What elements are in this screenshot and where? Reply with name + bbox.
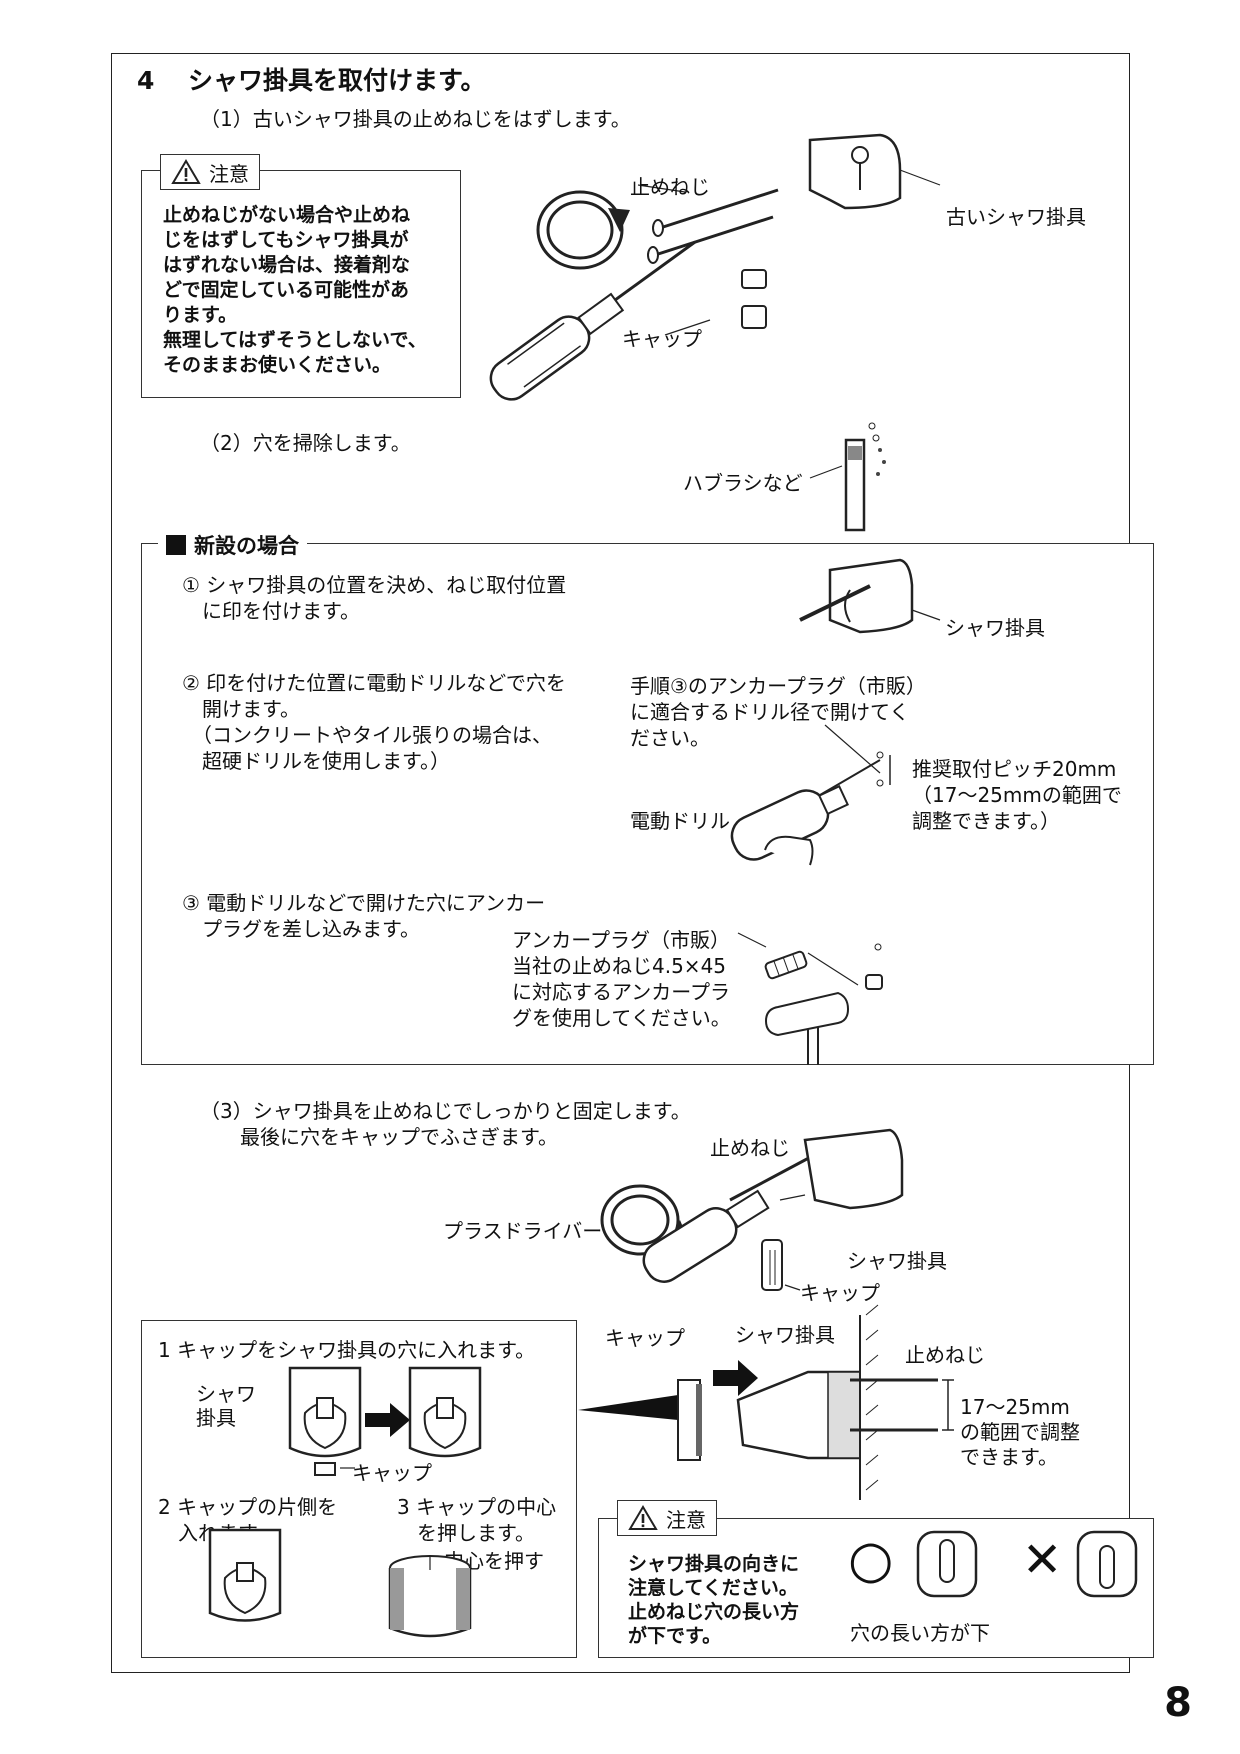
sub2-label: （2）穴を掃除します。	[200, 431, 411, 455]
sub1-label: （1）古いシャワ掛具の止めねじをはずします。	[200, 107, 631, 131]
pitch-note: 推奨取付ピッチ20mm （17〜25mmの範囲で 調整できます。）	[912, 757, 1122, 833]
step1-holder-label: シャワ掛具	[945, 616, 1045, 640]
warning-icon	[628, 1505, 658, 1530]
drill-illustration	[730, 724, 891, 866]
caution-tag-1: 注意	[160, 154, 260, 190]
section-range-note: 17〜25mm の範囲で調整 できます。	[960, 1395, 1080, 1469]
drill-note: 手順③のアンカープラグ（市販） に適合するドリル径で開けてく ださい。	[630, 674, 926, 750]
cap-step1: 1 キャップをシャワ掛具の穴に入れます。	[158, 1338, 536, 1362]
new-install-heading: 新設の場合	[158, 530, 307, 560]
cap-holder-label: シャワ 掛具	[196, 1382, 256, 1430]
cap-step3: 3 キャップの中心 を押します。	[397, 1495, 557, 1545]
fig1-screw-label: 止めねじ	[630, 175, 710, 199]
anchor-note: アンカープラグ（市販） 当社の止めねじ4.5×45 に対応するアンカープラ グを…	[512, 928, 731, 1030]
wrong-mark-icon: ✕	[1022, 1532, 1063, 1588]
warning-icon	[171, 159, 201, 184]
fig1-old-holder-label: 古いシャワ掛具	[946, 205, 1086, 229]
section-holder-label: シャワ掛具	[735, 1323, 835, 1347]
caution-tag-2: 注意	[617, 1500, 717, 1536]
page-number: 8	[1164, 1680, 1192, 1726]
caution-1-text: 止めねじがない場合や止めね じをはずしてもシャワ掛具が はずれない場合は、接着剤…	[163, 204, 427, 376]
driver-label: プラスドライバー	[443, 1219, 603, 1243]
correct-mark-icon: ○	[848, 1530, 894, 1590]
orientation-illustration	[916, 1530, 1138, 1598]
step-title: シャワ掛具を取付けます。	[188, 66, 486, 95]
toothbrush-illustration	[809, 422, 886, 532]
sub3-label: （3）シャワ掛具を止めねじでしっかりと固定します。 最後に穴をキャップでふさぎま…	[200, 1099, 691, 1149]
new-step2: ② 印を付けた位置に電動ドリルなどで穴を 開けます。 （コンクリートやタイル張り…	[182, 671, 566, 773]
sub3-screw-label: 止めねじ	[710, 1136, 790, 1160]
section-screw-label: 止めねじ	[905, 1343, 985, 1367]
section-view-illustration	[578, 1304, 954, 1500]
caution-box-1	[141, 170, 461, 398]
caution-tag-1-label: 注意	[209, 161, 249, 186]
fix-screw-illustration	[600, 1128, 904, 1291]
new-install-title: 新設の場合	[194, 534, 299, 558]
sub3-holder-label: シャワ掛具	[847, 1249, 947, 1273]
cap-label: キャップ	[352, 1461, 432, 1485]
new-step3: ③ 電動ドリルなどで開けた穴にアンカー プラグを差し込みます。	[182, 891, 546, 941]
anchor-plug-illustration	[737, 932, 883, 1065]
cap-steps-illustration	[208, 1366, 482, 1638]
new-install-box	[141, 543, 1154, 1065]
brush-label: ハブラシなど	[683, 471, 803, 495]
caution-2-text: シャワ掛具の向きに 注意してください。 止めねじ穴の長い方 が下です。	[628, 1553, 800, 1647]
caution-box-2	[598, 1518, 1154, 1658]
square-bullet-icon	[166, 535, 186, 555]
orientation-caption: 穴の長い方が下	[850, 1621, 990, 1645]
holder-mark-illustration	[799, 558, 941, 634]
step-number: 4	[137, 66, 155, 95]
sub3-cap-label: キャップ	[800, 1281, 880, 1305]
caution-tag-2-label: 注意	[666, 1507, 706, 1532]
new-step1: ① シャワ掛具の位置を決め、ねじ取付位置 に印を付けます。	[182, 573, 567, 623]
fig-unscrew-illustration	[489, 133, 941, 401]
fig1-cap-label: キャップ	[622, 327, 702, 351]
section-cap-label: キャップ	[605, 1326, 685, 1350]
drill-label: 電動ドリル	[630, 809, 730, 833]
